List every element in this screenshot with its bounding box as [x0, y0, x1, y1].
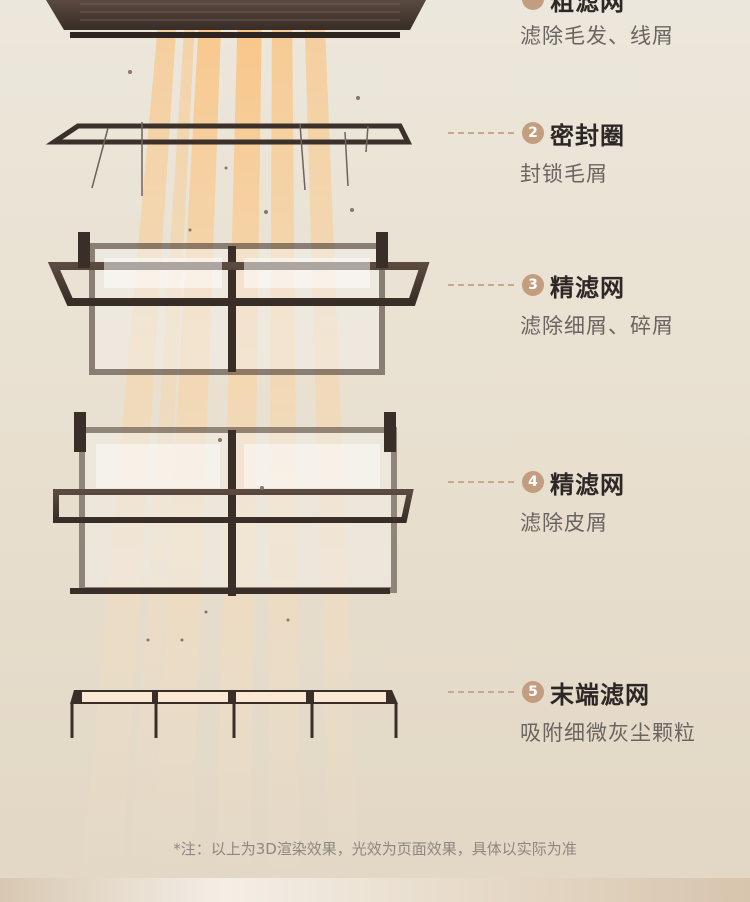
end-filter-part — [70, 690, 398, 738]
layer-number-badge: 2 — [522, 122, 544, 144]
debris-particles — [128, 70, 360, 642]
callout-coarse-filter: 粗滤网 滤除毛发、线屑 — [448, 0, 738, 50]
leader-line — [448, 481, 514, 483]
fine-filter-a-part — [47, 232, 430, 375]
layer-number-badge: 4 — [522, 471, 544, 493]
callout-seal-ring: 2 密封圈 封锁毛屑 — [448, 116, 738, 188]
layer-description: 滤除皮屑 — [520, 511, 608, 535]
layer-description: 滤除细屑、碎屑 — [520, 314, 674, 338]
layer-description: 封锁毛屑 — [520, 162, 608, 186]
callout-end-filter: 5 末端滤网 吸附细微灰尘颗粒 — [448, 675, 738, 747]
callout-fine-filter-3: 3 精滤网 滤除细屑、碎屑 — [448, 268, 738, 340]
layer-title: 末端滤网 — [550, 680, 650, 709]
leader-line — [448, 691, 514, 693]
rendering-disclaimer: *注：以上为3D渲染效果，光效为页面效果，具体以实际为准 — [173, 840, 577, 858]
fine-filter-b-part — [53, 412, 414, 596]
coarse-filter-part — [46, 0, 426, 38]
layer-title: 精滤网 — [550, 273, 625, 302]
layer-number-badge: 5 — [522, 681, 544, 703]
layer-title: 密封圈 — [550, 121, 625, 150]
callout-fine-filter-4: 4 精滤网 滤除皮屑 — [448, 465, 738, 537]
bottom-image-strip — [0, 878, 750, 902]
layer-number-badge: 3 — [522, 274, 544, 296]
leader-line — [448, 132, 514, 134]
layer-number-badge — [522, 0, 544, 10]
layer-title: 精滤网 — [550, 470, 625, 499]
leader-line — [448, 284, 514, 286]
seal-ring-part — [45, 122, 413, 196]
layer-title: 粗滤网 — [550, 0, 625, 16]
layer-description: 吸附细微灰尘颗粒 — [520, 721, 696, 745]
layer-description: 滤除毛发、线屑 — [520, 24, 674, 48]
